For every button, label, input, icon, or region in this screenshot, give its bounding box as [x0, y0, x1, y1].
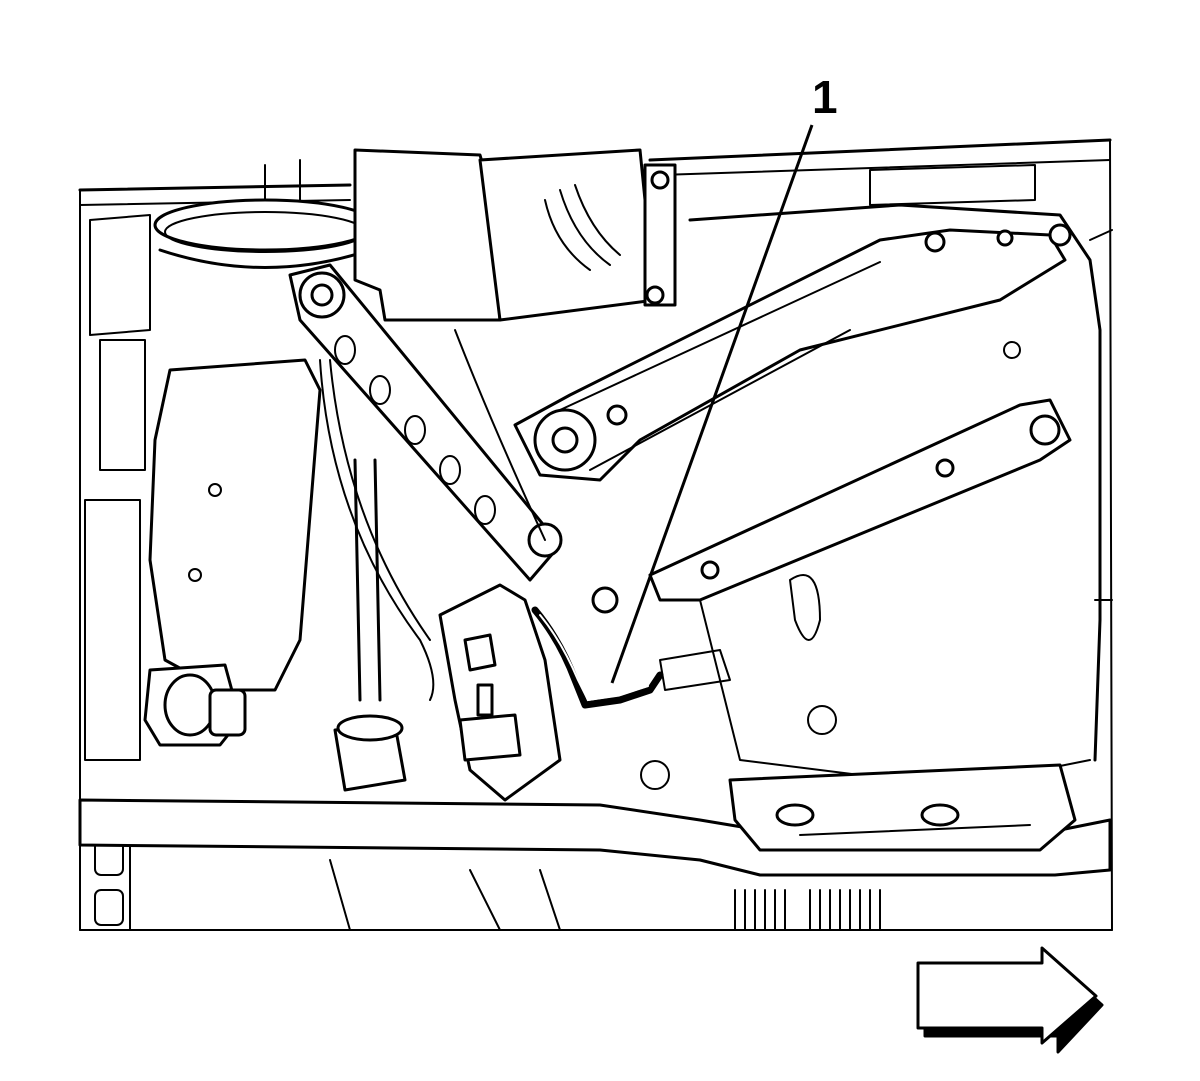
spring-seat [153, 159, 377, 269]
cross-member [78, 763, 1112, 877]
wiring-harness [319, 329, 546, 701]
shock-absorber [333, 458, 407, 792]
callout-label-1: 1 [812, 71, 838, 123]
callout-1: 1 [610, 71, 838, 684]
brake-hose [531, 606, 731, 709]
bottom-ribs [329, 859, 881, 931]
lower-control-arm [143, 358, 322, 747]
upper-control-arm [513, 223, 1072, 482]
lateral-rod [591, 398, 1072, 614]
forward-arrow-icon [916, 946, 1104, 1054]
leader-line [610, 124, 814, 684]
knuckle [438, 583, 562, 802]
upper-bracket [353, 148, 677, 322]
upper-link-arm [288, 263, 563, 582]
